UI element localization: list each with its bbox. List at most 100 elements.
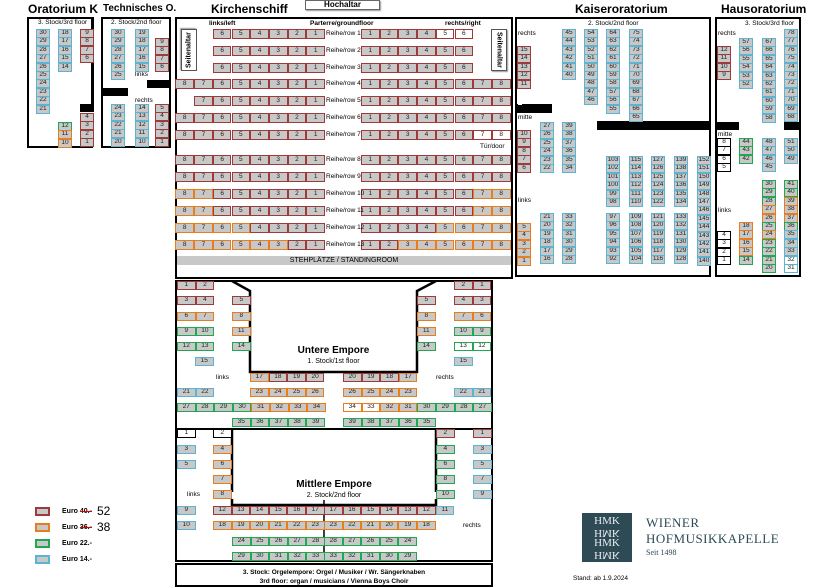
seat-98[interactable]: 98 bbox=[606, 198, 620, 207]
seat-7[interactable]: 7 bbox=[473, 240, 492, 250]
seat-20[interactable]: 20 bbox=[305, 373, 325, 382]
seat-18[interactable]: 18 bbox=[268, 373, 288, 382]
seat-5[interactable]: 5 bbox=[231, 206, 251, 216]
seat-1[interactable]: 1 bbox=[306, 189, 325, 199]
seat-1[interactable]: 1 bbox=[306, 155, 325, 165]
seat-3[interactable]: 3 bbox=[268, 29, 288, 39]
seat-13[interactable]: 13 bbox=[454, 342, 473, 351]
seat-5[interactable]: 5 bbox=[435, 113, 455, 123]
seat-26[interactable]: 26 bbox=[269, 537, 288, 546]
seat-5[interactable]: 5 bbox=[231, 45, 251, 56]
seat-7[interactable]: 7 bbox=[473, 172, 492, 182]
seat-16[interactable]: 16 bbox=[287, 506, 306, 515]
seat-2[interactable]: 2 bbox=[287, 223, 307, 233]
seat-17[interactable]: 17 bbox=[306, 506, 325, 515]
seat-38[interactable]: 38 bbox=[361, 418, 381, 427]
seat-10[interactable]: 10 bbox=[436, 490, 455, 499]
seat-30[interactable]: 30 bbox=[232, 403, 252, 412]
seat-5[interactable]: 5 bbox=[435, 189, 455, 199]
seat-2[interactable]: 2 bbox=[287, 189, 307, 199]
seat-10[interactable]: 10 bbox=[454, 327, 473, 336]
seat-4[interactable]: 4 bbox=[417, 240, 436, 250]
seat-11[interactable]: 11 bbox=[435, 506, 455, 515]
seat-3[interactable]: 3 bbox=[398, 189, 418, 199]
seat-21[interactable]: 21 bbox=[268, 521, 288, 530]
seat-3[interactable]: 3 bbox=[268, 96, 288, 107]
seat-6[interactable]: 6 bbox=[454, 79, 474, 90]
seat-7[interactable]: 7 bbox=[473, 189, 492, 199]
seat-7[interactable]: 7 bbox=[194, 129, 213, 140]
seat-6[interactable]: 6 bbox=[212, 155, 232, 165]
seat-16[interactable]: 16 bbox=[342, 506, 362, 515]
seat-6[interactable]: 6 bbox=[212, 96, 232, 107]
seat-28[interactable]: 28 bbox=[454, 403, 474, 412]
seat-1[interactable]: 1 bbox=[361, 129, 380, 140]
seat-3[interactable]: 3 bbox=[268, 223, 288, 233]
seat-8[interactable]: 8 bbox=[491, 96, 511, 107]
seat-29[interactable]: 29 bbox=[436, 403, 455, 412]
seat-5[interactable]: 5 bbox=[231, 62, 251, 73]
seat-20[interactable]: 20 bbox=[343, 373, 362, 382]
seat-11[interactable]: 11 bbox=[417, 327, 436, 336]
seat-15[interactable]: 15 bbox=[195, 357, 214, 366]
seat-5[interactable]: 5 bbox=[435, 62, 455, 73]
seat-20[interactable]: 20 bbox=[111, 137, 125, 147]
seat-2[interactable]: 2 bbox=[379, 172, 399, 182]
seat-1[interactable]: 1 bbox=[361, 45, 380, 56]
seat-17[interactable]: 17 bbox=[324, 506, 343, 515]
seat-6[interactable]: 6 bbox=[454, 45, 474, 56]
seat-1[interactable]: 1 bbox=[473, 429, 492, 438]
seat-3[interactable]: 3 bbox=[268, 113, 288, 123]
seat-1[interactable]: 1 bbox=[361, 189, 380, 199]
seat-5[interactable]: 5 bbox=[435, 96, 455, 107]
seat-3[interactable]: 3 bbox=[473, 445, 492, 454]
seat-14[interactable]: 14 bbox=[417, 342, 436, 351]
seat-42[interactable]: 42 bbox=[739, 154, 753, 164]
seat-6[interactable]: 6 bbox=[454, 223, 474, 233]
seat-2[interactable]: 2 bbox=[287, 172, 307, 182]
seat-1[interactable]: 1 bbox=[177, 429, 196, 438]
seat-7[interactable]: 7 bbox=[473, 96, 492, 107]
seat-3[interactable]: 3 bbox=[268, 155, 288, 165]
seat-6[interactable]: 6 bbox=[213, 460, 232, 469]
seat-6[interactable]: 6 bbox=[454, 189, 474, 199]
seat-3[interactable]: 3 bbox=[472, 296, 492, 305]
seat-23[interactable]: 23 bbox=[398, 388, 418, 397]
seat-7[interactable]: 7 bbox=[194, 206, 213, 216]
seat-2[interactable]: 2 bbox=[379, 96, 399, 107]
seat-92[interactable]: 92 bbox=[606, 255, 620, 264]
seat-33[interactable]: 33 bbox=[288, 403, 308, 412]
seat-3[interactable]: 3 bbox=[268, 79, 288, 90]
seat-6[interactable]: 6 bbox=[212, 172, 232, 182]
seat-2[interactable]: 2 bbox=[287, 29, 307, 39]
seat-1[interactable]: 1 bbox=[361, 62, 380, 73]
seat-5[interactable]: 5 bbox=[232, 296, 251, 305]
seat-4[interactable]: 4 bbox=[417, 96, 436, 107]
seat-35[interactable]: 35 bbox=[417, 418, 436, 427]
seat-4[interactable]: 4 bbox=[250, 113, 269, 123]
seat-2[interactable]: 2 bbox=[379, 240, 399, 250]
seat-1[interactable]: 1 bbox=[361, 172, 380, 182]
seat-7[interactable]: 7 bbox=[473, 155, 492, 165]
seat-6[interactable]: 6 bbox=[212, 62, 232, 73]
seat-1[interactable]: 1 bbox=[306, 240, 325, 250]
seat-6[interactable]: 6 bbox=[80, 54, 94, 64]
seat-7[interactable]: 7 bbox=[194, 172, 213, 182]
seat-4[interactable]: 4 bbox=[417, 29, 436, 39]
seat-1[interactable]: 1 bbox=[80, 138, 94, 148]
seat-1[interactable]: 1 bbox=[361, 79, 380, 90]
seat-30[interactable]: 30 bbox=[379, 552, 399, 561]
seat-4[interactable]: 4 bbox=[250, 223, 269, 233]
seat-12[interactable]: 12 bbox=[213, 506, 232, 515]
seat-5[interactable]: 5 bbox=[435, 45, 455, 56]
seat-6[interactable]: 6 bbox=[212, 129, 232, 140]
seat-3[interactable]: 3 bbox=[398, 172, 418, 182]
seat-3[interactable]: 3 bbox=[398, 45, 418, 56]
seat-36[interactable]: 36 bbox=[250, 418, 270, 427]
seat-3[interactable]: 3 bbox=[268, 240, 288, 250]
seat-7[interactable]: 7 bbox=[213, 475, 232, 484]
seat-134[interactable]: 134 bbox=[674, 198, 688, 207]
seat-17[interactable]: 17 bbox=[398, 373, 418, 382]
seat-5[interactable]: 5 bbox=[231, 129, 251, 140]
seat-8[interactable]: 8 bbox=[491, 79, 511, 90]
